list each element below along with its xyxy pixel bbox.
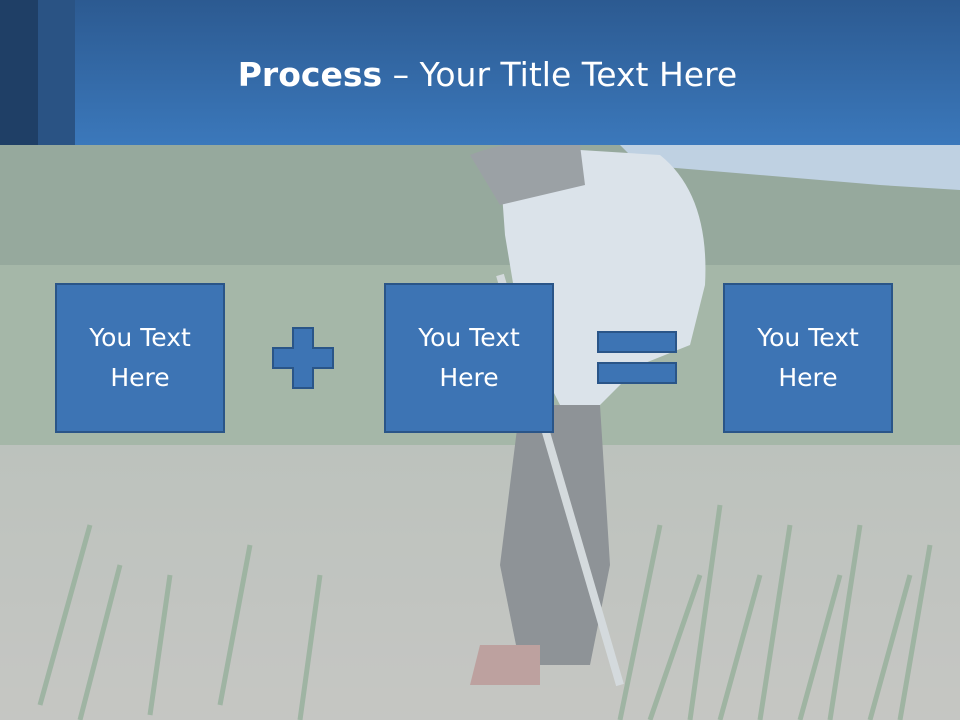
equals-icon — [597, 331, 677, 384]
title-bold-text: Process — [237, 55, 383, 94]
box-text-line-2: Here — [110, 363, 170, 392]
slide-title[interactable]: Process – Your Title Text Here — [75, 50, 900, 100]
box-text-line-2: Here — [778, 363, 838, 392]
box-text-line-1: You Text — [757, 323, 859, 352]
plus-icon — [272, 327, 334, 389]
process-box-3[interactable]: You Text Here — [723, 283, 893, 433]
box-text-line-1: You Text — [89, 323, 191, 352]
box-text-line-1: You Text — [418, 323, 520, 352]
process-box-2[interactable]: You Text Here — [384, 283, 554, 433]
box-text-line-2: Here — [439, 363, 499, 392]
process-box-1[interactable]: You Text Here — [55, 283, 225, 433]
title-text: – Your Title Text Here — [382, 55, 738, 94]
header-accent — [38, 0, 75, 145]
header-accent-dark — [0, 0, 38, 145]
title-bar: Process – Your Title Text Here — [0, 0, 960, 145]
